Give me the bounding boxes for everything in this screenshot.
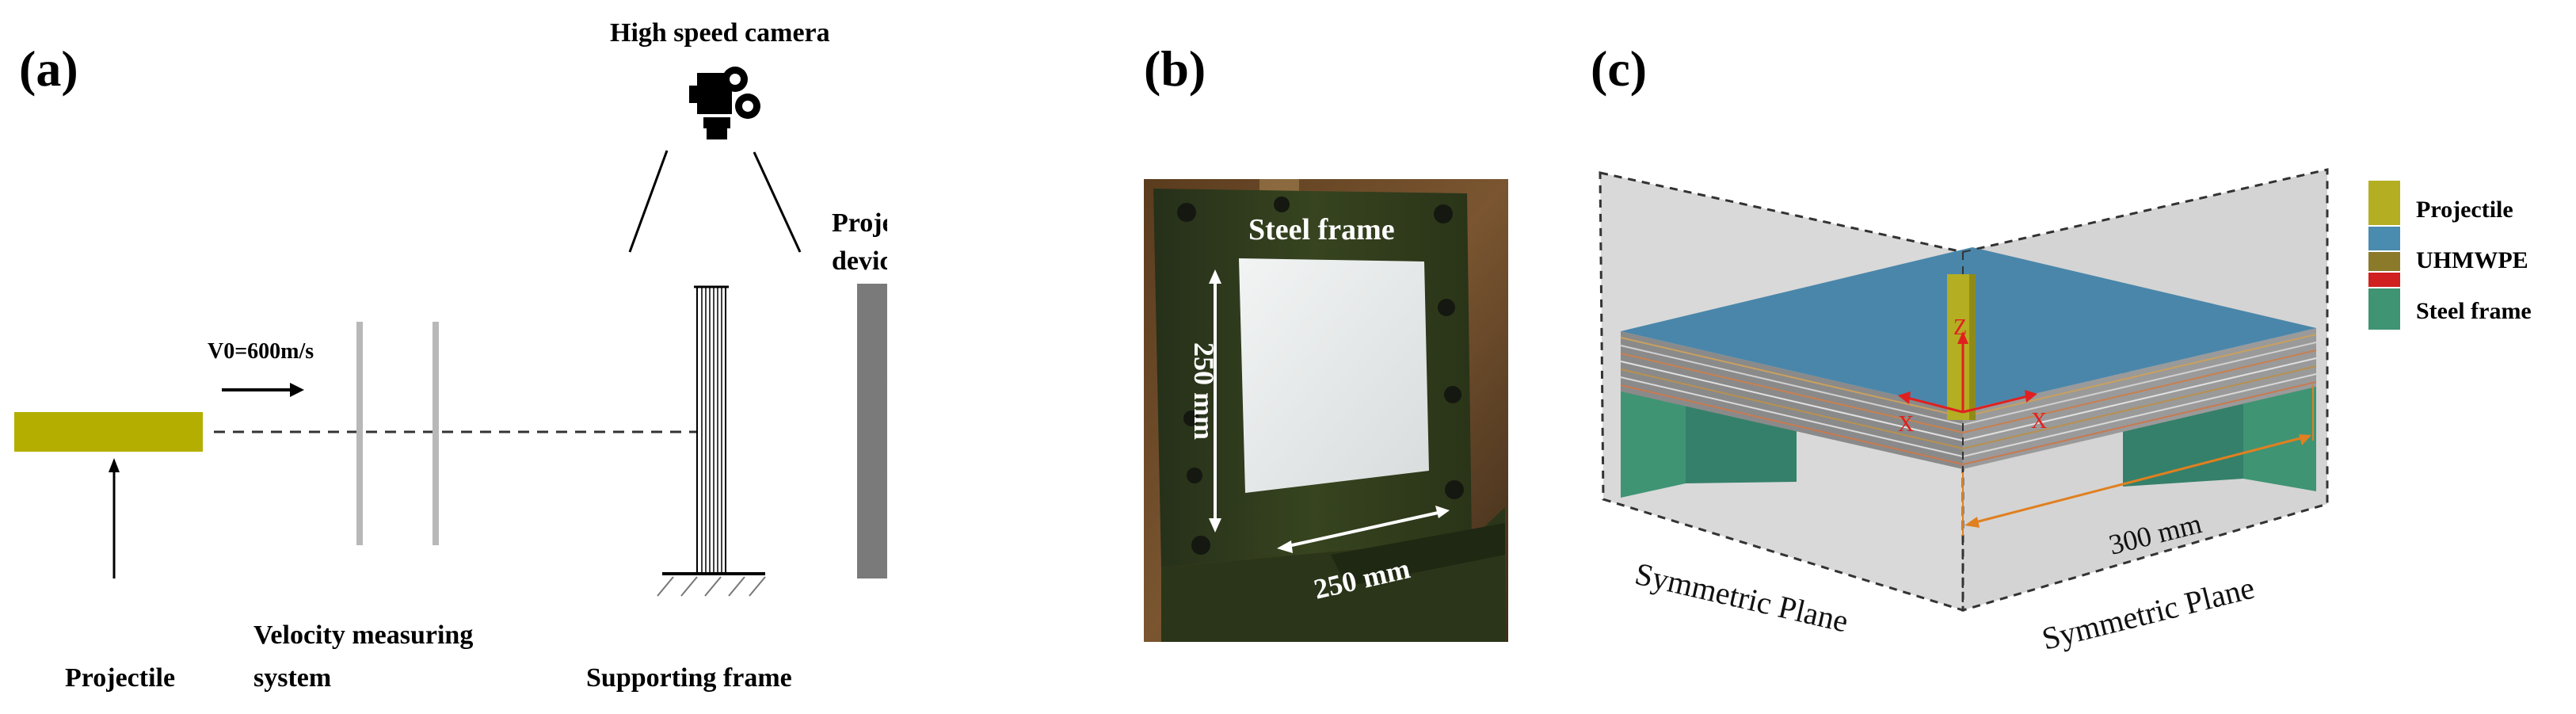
panel-a: (a) High speed camera Projectile recover… bbox=[0, 0, 1048, 710]
dimension-arrow-right bbox=[2299, 434, 2311, 445]
frame-base-shadow bbox=[1331, 523, 1505, 586]
projectile-label: Projectile bbox=[65, 663, 175, 693]
legend-label-projectile: Projectile bbox=[2416, 197, 2513, 223]
velocity-system-line2: system bbox=[253, 663, 331, 693]
velocity-gate-1 bbox=[356, 322, 363, 545]
panel-b: (b) Steel frame 250 mm 250 mm bbox=[887, 0, 1521, 710]
axis-z-label: Z bbox=[1953, 315, 1967, 340]
legend-swatch-uhmwpe-red bbox=[2368, 273, 2400, 287]
projectile-model-shade bbox=[1969, 274, 1976, 420]
velocity-label: V0=600m/s bbox=[208, 339, 314, 364]
panel-letter-c: (c) bbox=[1591, 40, 1647, 97]
velocity-gate-2 bbox=[433, 322, 439, 545]
panel-letter-b: (b) bbox=[1144, 40, 1206, 97]
plane-edge-left bbox=[1599, 172, 1964, 253]
camera-label: High speed camera bbox=[610, 18, 830, 48]
horizontal-dimension-arrow-left bbox=[1277, 540, 1293, 553]
plane-edge-right bbox=[1962, 169, 2328, 253]
legend-label-uhmwpe: UHMWPE bbox=[2416, 247, 2528, 273]
frame-bolts bbox=[1177, 197, 1464, 555]
dimension-arrow-left bbox=[1964, 517, 1980, 528]
frame-base-photo bbox=[1161, 507, 1505, 642]
symmetric-plane-left-label: Symmetric Plane bbox=[1632, 556, 1851, 640]
velocity-system-line1: Velocity measuring bbox=[253, 620, 473, 650]
legend-swatch-uhmwpe-blue bbox=[2368, 227, 2400, 250]
legend: Projectile UHMWPE Steel frame bbox=[2368, 181, 2532, 330]
recovery-label-line2: device bbox=[832, 246, 887, 276]
projectile-pointer-arrowhead bbox=[109, 458, 120, 472]
coordinate-axes bbox=[1898, 331, 2037, 414]
supporting-frame-label: Supporting frame bbox=[586, 663, 792, 693]
vertical-dimension-arrow-bottom bbox=[1209, 518, 1221, 533]
camera-view-line-right bbox=[753, 151, 802, 253]
vertical-dimension-label: 250 mm bbox=[1188, 342, 1220, 440]
legend-swatch-steel-frame bbox=[2368, 288, 2400, 330]
dimension-line-300 bbox=[1972, 436, 2304, 525]
horizontal-dimension-line bbox=[1284, 510, 1442, 548]
laminate-layers bbox=[1620, 334, 2317, 465]
panel-a-diagram: (a) High speed camera Projectile recover… bbox=[14, 18, 1048, 693]
panel-letter-a: (a) bbox=[19, 40, 78, 97]
panel-c-model: (c) bbox=[1591, 40, 2532, 657]
legend-swatch-projectile bbox=[2368, 181, 2400, 225]
legend-label-steel-frame: Steel frame bbox=[2416, 298, 2532, 324]
velocity-arrowhead bbox=[290, 383, 304, 397]
projectile-bar bbox=[14, 412, 203, 452]
panel-c: (c) bbox=[1521, 0, 2576, 710]
camera-icon bbox=[689, 67, 760, 139]
steel-frame-label: Steel frame bbox=[1248, 213, 1395, 246]
symmetric-plane-right-label: Symmetric Plane bbox=[2038, 570, 2258, 657]
axis-x-left-label: X bbox=[1898, 412, 1914, 437]
recovery-label-line1: Projectile recovery bbox=[832, 208, 887, 238]
panel-b-photo: (b) Steel frame 250 mm 250 mm bbox=[1144, 40, 1508, 642]
supporting-frame bbox=[657, 285, 766, 597]
projectile-recovery-device bbox=[857, 284, 907, 578]
target-plate bbox=[1239, 258, 1429, 493]
legend-swatch-uhmwpe-brown bbox=[2368, 252, 2400, 271]
vertical-dimension-arrow-top bbox=[1209, 269, 1221, 284]
camera-view-line-left bbox=[628, 150, 669, 253]
axis-x-right-label: X bbox=[2031, 409, 2047, 433]
horizontal-dimension-arrow-right bbox=[1435, 506, 1450, 518]
